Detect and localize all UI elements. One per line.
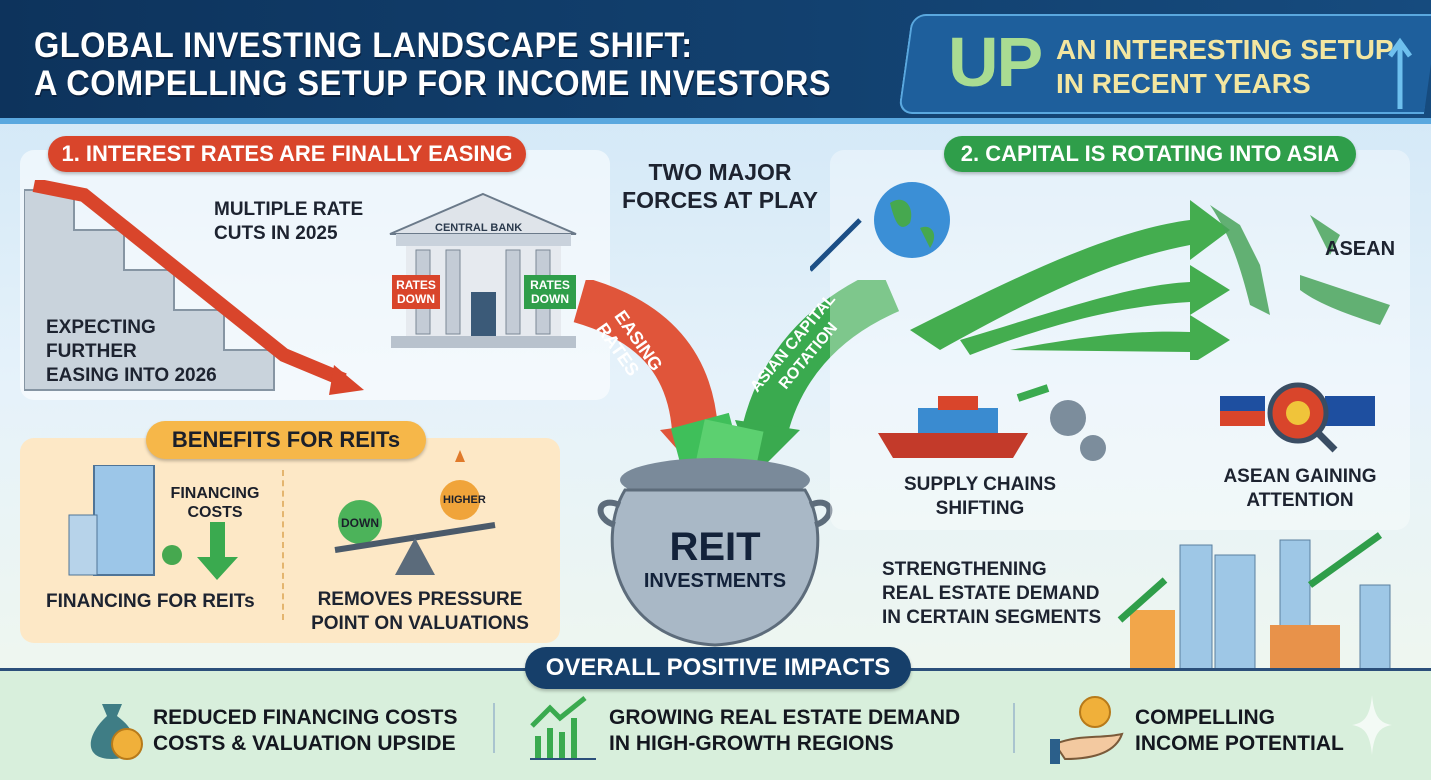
capital-flow-arrows: [810, 200, 1230, 360]
asean-magnifier-icon: [1220, 382, 1375, 453]
cargo-ship-icon: [878, 384, 1106, 461]
city-skyline-icon: [1117, 532, 1391, 670]
down-arrow-icon: [197, 522, 238, 580]
sparkle-icon: [1352, 695, 1392, 755]
coin-hand-icon: [1050, 696, 1124, 764]
up-line-1: AN INTERESTING SETUP: [1056, 34, 1394, 65]
section2-badge: 2. CAPITAL IS ROTATING INTO ASIA: [944, 136, 1356, 172]
stairs-down-icon: [24, 180, 364, 395]
title-line-2: A COMPELLING SETUP FOR INCOME INVESTORS: [34, 64, 832, 103]
down-label: DOWN: [341, 516, 379, 530]
benefits-divider: [282, 470, 284, 620]
header-stripe: [0, 118, 1431, 124]
reit-pot-icon: [597, 412, 833, 647]
asean-label: ASEAN: [1325, 238, 1396, 260]
growth-chart-icon: [530, 696, 596, 760]
asean-map-icon: [1210, 205, 1390, 325]
money-bag-icon: [90, 704, 143, 760]
up-line-2: IN RECENT YEARS: [1056, 68, 1311, 99]
impact-separator: [493, 703, 495, 753]
bank-label: CENTRAL BANK: [435, 222, 523, 234]
globe-icon: [874, 182, 950, 258]
central-bank-icon: [389, 192, 577, 348]
impacts-badge: OVERALL POSITIVE IMPACTS: [525, 647, 911, 689]
benefits-badge: BENEFITS FOR REITs: [146, 421, 426, 459]
title-line-1: GLOBAL INVESTING LANDSCAPE SHIFT:: [34, 26, 693, 65]
office-building-icon: [68, 465, 182, 576]
financing-caption: FINANCING FOR REITs: [46, 591, 255, 612]
up-arrow-icon: [1387, 37, 1413, 109]
valuation-seesaw-icon: [334, 450, 496, 575]
section1-badge: 1. INTEREST RATES ARE FINALLY EASING: [48, 136, 526, 172]
up-word: UP: [948, 23, 1043, 101]
higher-label: HIGHER: [443, 494, 486, 506]
impact-separator: [1013, 703, 1015, 753]
